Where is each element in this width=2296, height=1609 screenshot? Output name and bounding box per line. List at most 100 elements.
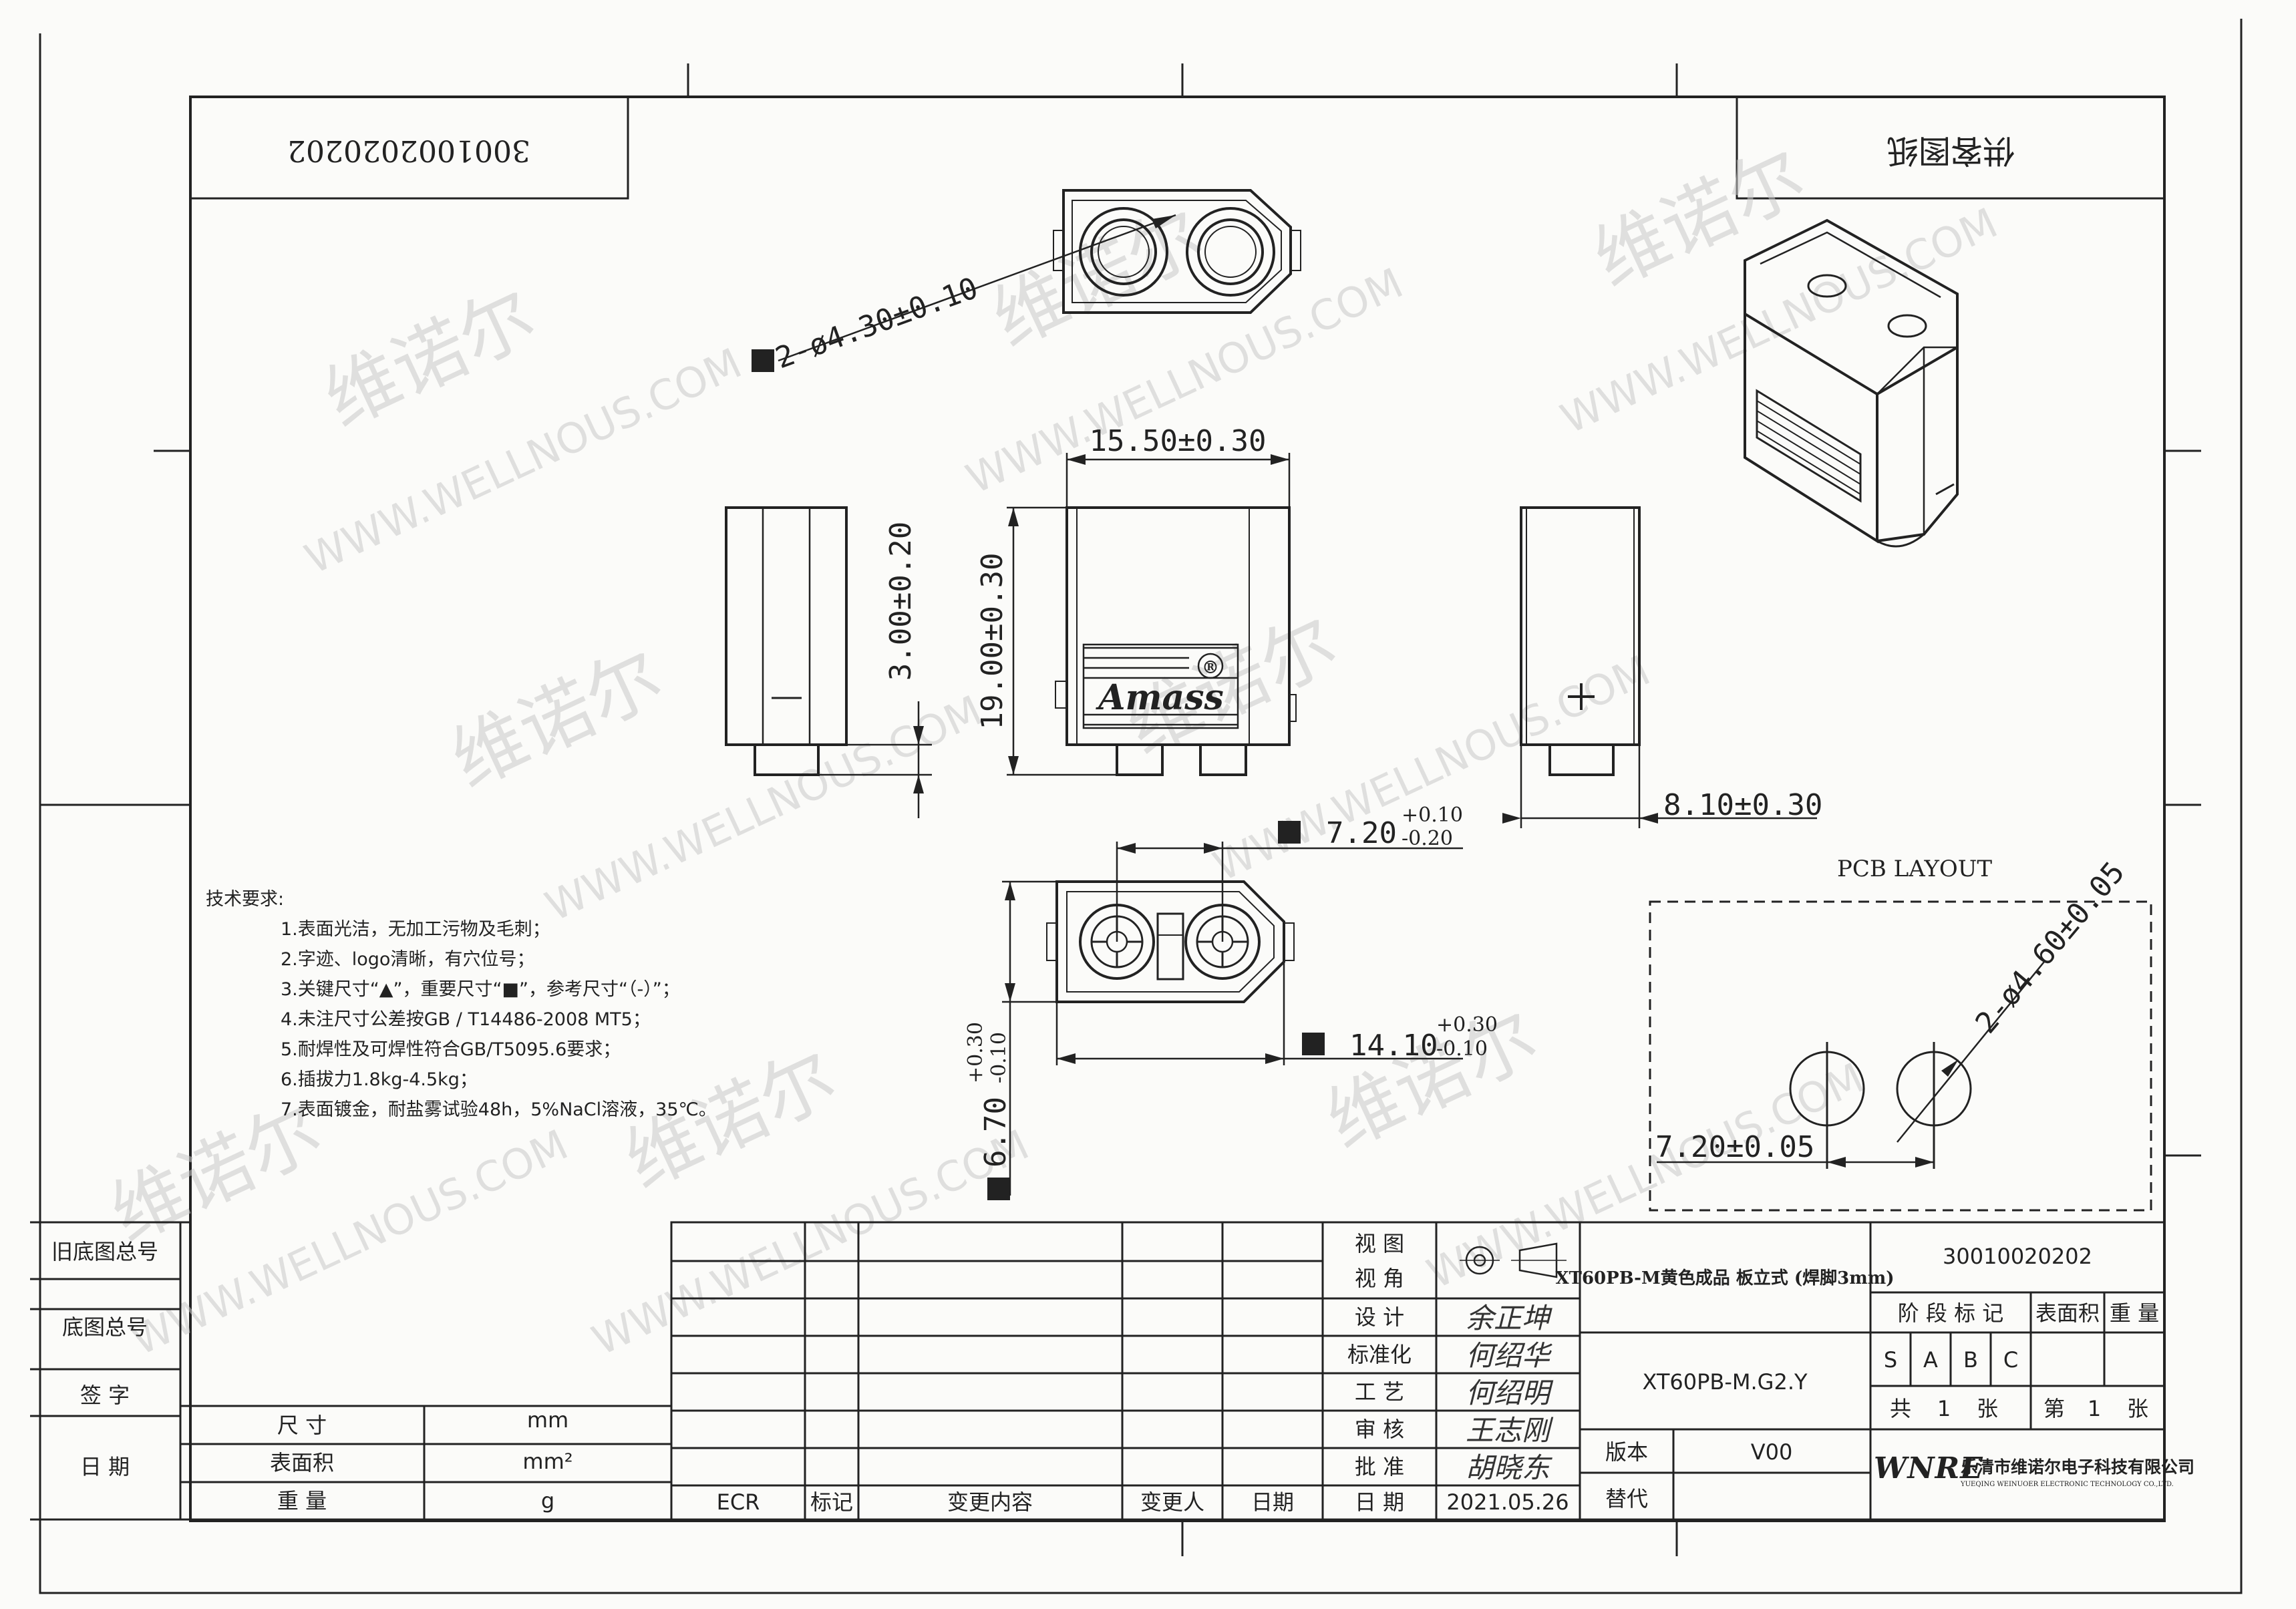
weight-col-label: 重 量 — [2110, 1300, 2159, 1326]
important-dim-mark — [1278, 821, 1301, 844]
pitch-dim-tol-minus: -0.20 — [1402, 827, 1453, 850]
date-row-label: 日 期 — [1355, 1489, 1404, 1515]
front-view — [1055, 506, 1297, 776]
standard-label: 标准化 — [1347, 1342, 1412, 1367]
isometric-view — [1744, 218, 1959, 548]
sheet-frame — [39, 19, 2243, 1594]
signature-label: 签 字 — [80, 1383, 130, 1408]
weight-label: 重 量 — [277, 1488, 327, 1513]
logo-mark: ® — [1202, 658, 1219, 678]
approve-label: 批 准 — [1355, 1454, 1404, 1479]
bottom-height-main: 6.70 — [979, 1097, 1013, 1168]
pcb-layout-title: PCB LAYOUT — [1837, 856, 1992, 882]
approve-signature: 胡晓东 — [1466, 1451, 1552, 1484]
company-name: 乐清市维诺尔电子科技有限公司 — [1961, 1457, 2194, 1477]
pin-diameter-dim: 2-ø4.30±0.10 — [771, 271, 982, 376]
left-strip-table — [30, 1221, 182, 1521]
review-signature: 王志刚 — [1466, 1414, 1554, 1447]
depth-dim-lines — [1502, 745, 1817, 828]
bottom-height-tol-plus: +0.30 — [964, 1022, 987, 1083]
designer-signature: 余正坤 — [1466, 1302, 1552, 1334]
pcb-arrows — [1827, 1059, 1959, 1168]
bottom-length-main: 14.10 — [1349, 1029, 1438, 1063]
tech-item: 1.表面光洁，无加工污物及毛刺； — [281, 919, 550, 940]
height-dim-lines — [1007, 506, 1117, 776]
title-block — [1579, 1221, 2166, 1521]
tech-item: 6.插拔力1.8kg-4.5kg； — [281, 1069, 478, 1090]
company-logo: WNRE — [1874, 1451, 1983, 1485]
design-label: 设 计 — [1355, 1304, 1404, 1330]
change-content-header: 变更内容 — [947, 1489, 1033, 1515]
important-dim-mark — [752, 349, 774, 372]
pcb-pitch: 7.20±0.05 — [1655, 1130, 1814, 1164]
size-value: mm — [527, 1407, 568, 1433]
tech-item: 4.未注尺寸公差按GB / T14486-2008 MT5； — [281, 1009, 651, 1030]
width-dim: 15.50±0.30 — [1090, 424, 1267, 458]
date-label: 日 期 — [80, 1454, 130, 1479]
weight-value: g — [541, 1488, 554, 1513]
left-side-view — [725, 506, 848, 776]
stage-s: S — [1884, 1347, 1897, 1373]
total-value: 1 — [1937, 1396, 1951, 1421]
stage-b: B — [1963, 1347, 1978, 1373]
drawing-number-label: 底图总号 — [62, 1314, 148, 1340]
top-view — [778, 189, 1301, 362]
right-side-view — [1520, 506, 1641, 776]
important-dim-mark — [1302, 1033, 1325, 1055]
depth-dim: 8.10±0.30 — [1663, 788, 1822, 822]
bottom-length-dim-lines — [1055, 962, 1463, 1065]
mirrored-drawing-number: 3001002020202 — [287, 134, 530, 168]
units-table — [179, 1405, 673, 1521]
standard-signature: 何绍华 — [1466, 1339, 1552, 1372]
tech-item: 7.表面镀金，耐盐雾试验48h，5%NaCl溶液，35℃。 — [281, 1099, 717, 1120]
area-value: mm² — [522, 1449, 572, 1474]
drawing-number: 30010020202 — [1943, 1244, 2092, 1269]
stage-c: C — [2003, 1347, 2018, 1373]
ecr-header: ECR — [717, 1489, 760, 1515]
version-label: 版本 — [1605, 1439, 1648, 1465]
bottom-length-tol-plus: +0.30 — [1436, 1013, 1498, 1037]
bottom-height-dim-lines — [1002, 880, 1057, 1196]
stage-label: 阶 段 标 记 — [1898, 1300, 2004, 1326]
total-unit: 张 — [1977, 1396, 1998, 1421]
tech-item: 5.耐焊性及可焊性符合GB/T5095.6要求； — [281, 1039, 621, 1060]
pin-length-dim: 3.00±0.20 — [884, 522, 918, 681]
pitch-dim-tol-plus: +0.10 — [1402, 803, 1463, 827]
revision-grid — [670, 1221, 1324, 1521]
version-value: V00 — [1751, 1439, 1793, 1465]
old-drawing-number-label: 旧底图总号 — [51, 1239, 158, 1264]
mark-header: 标记 — [810, 1489, 853, 1515]
header-number-box: 3001002020202 — [189, 96, 629, 200]
watermark-cn: 维诺尔 — [439, 633, 675, 803]
angle-label: 视 角 — [1355, 1266, 1404, 1291]
bottom-view — [1046, 880, 1295, 1003]
replace-label: 替代 — [1605, 1486, 1648, 1511]
stage-a: A — [1923, 1347, 1938, 1373]
pcb-layout — [1649, 900, 2152, 1212]
view-label: 视 图 — [1355, 1231, 1404, 1256]
mirrored-title: 供客图纸 — [1887, 132, 2015, 170]
tech-title: 技术要求: — [206, 889, 284, 910]
watermark-cn: 维诺尔 — [1314, 994, 1550, 1164]
area-label: 表面积 — [270, 1450, 334, 1475]
process-label: 工 艺 — [1355, 1379, 1404, 1405]
tech-item: 2.字迹、logo清晰，有穴位号； — [281, 949, 534, 970]
watermark-cn: 维诺尔 — [1581, 132, 1817, 303]
bottom-height-tol-minus: -0.10 — [987, 1032, 1011, 1083]
watermark-layer: 维诺尔 WWW.WELLNOUS.COM 维诺尔 WWW.WELLNOUS.CO… — [98, 132, 2005, 1365]
part-number: XT60PB-M.G2.Y — [1642, 1369, 1808, 1395]
width-dim-lines — [1065, 453, 1291, 508]
total-label: 共 — [1890, 1396, 1911, 1421]
tech-item: 3.关键尺寸“▲”，重要尺寸“■”，参考尺寸“（-）”； — [281, 979, 680, 1000]
important-dim-mark — [987, 1178, 1010, 1200]
tech-requirements: 技术要求: 1.表面光洁，无加工污物及毛刺； 2.字迹、logo清晰，有穴位号；… — [206, 889, 717, 1120]
header-title-box: 供客图纸 — [1736, 96, 2166, 200]
process-signature: 何绍明 — [1466, 1377, 1554, 1409]
pitch-dim-lines — [1116, 842, 1463, 942]
sheet-value: 1 — [2088, 1396, 2101, 1421]
changer-header: 变更人 — [1140, 1489, 1204, 1515]
pitch-dim-main: 7.20 — [1326, 816, 1397, 850]
brand-logo: Amass — [1095, 677, 1224, 718]
review-label: 审 核 — [1355, 1417, 1404, 1442]
